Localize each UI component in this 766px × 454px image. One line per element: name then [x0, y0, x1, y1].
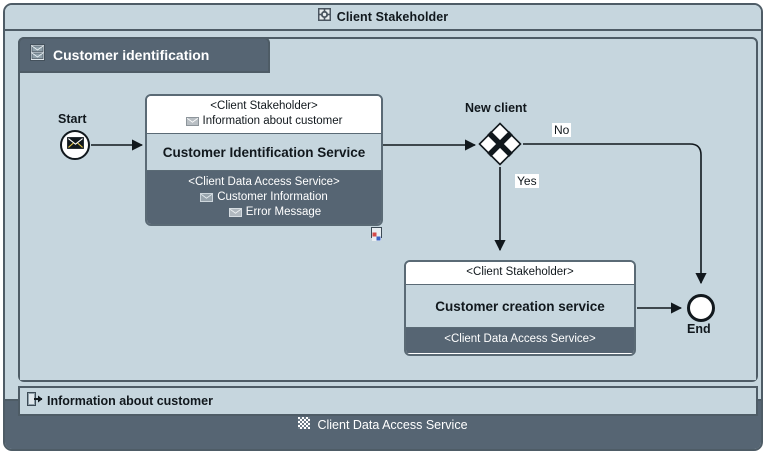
- end-event-label: End: [687, 322, 711, 336]
- pool-frame: Client Stakeholder Client Data Access Se: [3, 3, 763, 451]
- component-gear-icon: [317, 8, 331, 26]
- task-a-title-section: Customer Identification Service: [147, 133, 381, 171]
- task-a-provided-message-label: Information about customer: [202, 115, 343, 127]
- sub-element-marker-icon[interactable]: [371, 227, 382, 241]
- task-a-required-section: <Client Data Access Service> Customer In…: [147, 171, 381, 224]
- start-event[interactable]: [60, 130, 90, 160]
- exclusive-gateway-new-client[interactable]: [478, 122, 522, 166]
- task-b-title-section: Customer creation service: [406, 284, 634, 328]
- task-customer-identification-service[interactable]: <Client Stakeholder> Information about c…: [145, 94, 383, 226]
- message-flow-bar-label: Information about customer: [47, 394, 213, 408]
- pool-header-label: Client Stakeholder: [336, 10, 449, 24]
- pool-footer-label: Client Data Access Service: [317, 418, 468, 432]
- subprocess-customer-identification[interactable]: Customer identification: [18, 37, 758, 382]
- envelope-icon: [66, 136, 84, 154]
- task-b-provided-stereotype: <Client Stakeholder>: [466, 266, 574, 278]
- interface-port-icon: [27, 391, 43, 411]
- envelope-icon: [200, 190, 214, 205]
- task-customer-creation-service[interactable]: <Client Stakeholder> Customer creation s…: [404, 260, 636, 356]
- task-b-title: Customer creation service: [435, 298, 605, 314]
- message-flow-bar-information-about-customer[interactable]: Information about customer: [18, 386, 758, 416]
- task-a-provided-message: Information about customer: [153, 114, 375, 129]
- flow-label-yes: Yes: [515, 174, 539, 188]
- subprocess-title-label: Customer identification: [53, 47, 210, 63]
- task-b-provided-section: <Client Stakeholder>: [406, 262, 634, 284]
- envelope-icon: [228, 205, 242, 220]
- task-a-title: Customer Identification Service: [162, 144, 366, 160]
- start-event-label: Start: [58, 112, 87, 126]
- task-a-provided-section: <Client Stakeholder> Information about c…: [147, 96, 381, 133]
- task-a-required-message-2-label: Error Message: [245, 206, 322, 218]
- task-a-required-stereotype: <Client Data Access Service>: [188, 176, 340, 188]
- envelope-icon: [185, 114, 199, 129]
- subprocess-title-tab[interactable]: Customer identification: [18, 37, 270, 73]
- task-a-required-message-1: Customer Information: [153, 190, 375, 205]
- task-a-required-message-1-label: Customer Information: [217, 191, 328, 203]
- task-b-required-section: <Client Data Access Service>: [406, 328, 634, 353]
- flow-label-no: No: [552, 123, 572, 137]
- subprocess-message-icon: [30, 44, 45, 66]
- task-a-provided-stereotype: <Client Stakeholder>: [210, 100, 318, 112]
- task-b-required-stereotype: <Client Data Access Service>: [444, 333, 596, 345]
- subprocess-canvas: [20, 73, 756, 380]
- end-event[interactable]: [687, 294, 715, 322]
- checkerboard-pattern-icon: [298, 416, 311, 434]
- task-a-required-message-2: Error Message: [153, 205, 375, 220]
- pool-header-client-stakeholder[interactable]: Client Stakeholder: [5, 5, 761, 31]
- gateway-label: New client: [465, 101, 527, 115]
